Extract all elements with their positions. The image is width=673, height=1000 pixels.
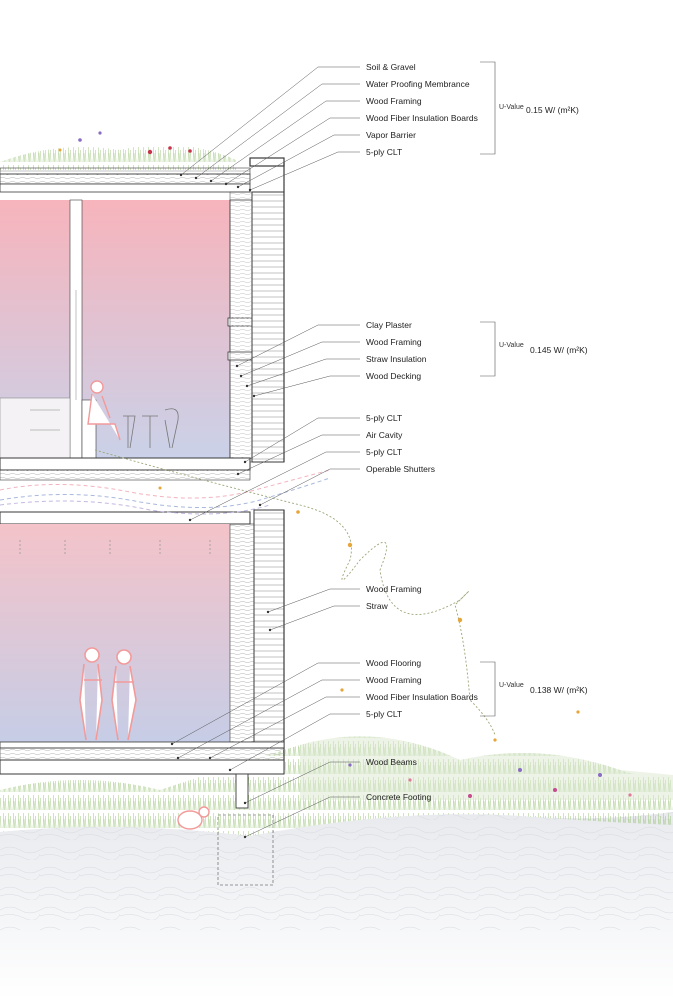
standing-people [79,647,137,741]
ground-floor-assembly [0,741,285,809]
label-wood-fiber-insulation-roof: Wood Fiber Insulation Boards [366,113,478,123]
label-soil-gravel: Soil & Gravel [366,62,416,72]
ground [0,812,673,1000]
label-5ply-clt-floor: 5-ply CLT [366,709,403,719]
u-value-tag-roof: U-Value [499,104,524,111]
roof-vegetation [0,131,236,170]
label-water-proofing-membrance: Water Proofing Membrance [366,79,470,89]
leader-dots [170,173,272,839]
u-value-floor: 0.138 W/ (m²K) [530,685,588,695]
label-5ply-clt-roof: 5-ply CLT [366,147,403,157]
label-wood-framing-roof: Wood Framing [366,96,422,106]
upper-wall [229,162,285,463]
leader-lines [171,66,360,838]
lower-wall [253,509,285,770]
seated-person [87,380,121,441]
label-wood-framing-floor: Wood Framing [366,675,422,685]
lower-room [0,523,255,743]
animal-figure [177,806,210,830]
upper-room [0,199,253,459]
airflow-lines [0,469,331,515]
u-value-tag-floor: U-Value [499,682,524,689]
label-wood-fiber-insulation-floor: Wood Fiber Insulation Boards [366,692,478,702]
u-value-wall: 0.145 W/ (m²K) [530,345,588,355]
label-wood-framing-wall: Wood Framing [366,337,422,347]
label-concrete-footing: Concrete Footing [366,792,432,802]
vegetation [0,736,673,836]
label-wood-decking: Wood Decking [366,371,422,381]
label-straw-insulation: Straw Insulation [366,354,427,364]
u-value-tag-wall: U-Value [499,342,524,349]
label-straw: Straw [366,601,388,611]
label-clay-plaster: Clay Plaster [366,320,412,330]
u-value-brackets [480,61,496,717]
mid-floor-assembly [0,457,251,525]
butterfly-flight-path [94,449,496,736]
label-wood-beams: Wood Beams [366,757,417,767]
label-vapor-barrier: Vapor Barrier [366,130,416,140]
butterfly-icon [158,486,580,714]
label-air-cavity: Air Cavity [366,430,403,440]
roof-assembly [0,157,285,193]
u-value-roof: 0.15 W/ (m²K) [526,105,579,115]
label-operable-shutters: Operable Shutters [366,464,435,474]
label-wood-framing-lower: Wood Framing [366,584,422,594]
label-5ply-clt-mid-2: 5-ply CLT [366,447,403,457]
label-wood-flooring: Wood Flooring [366,658,422,668]
label-5ply-clt-mid-1: 5-ply CLT [366,413,403,423]
